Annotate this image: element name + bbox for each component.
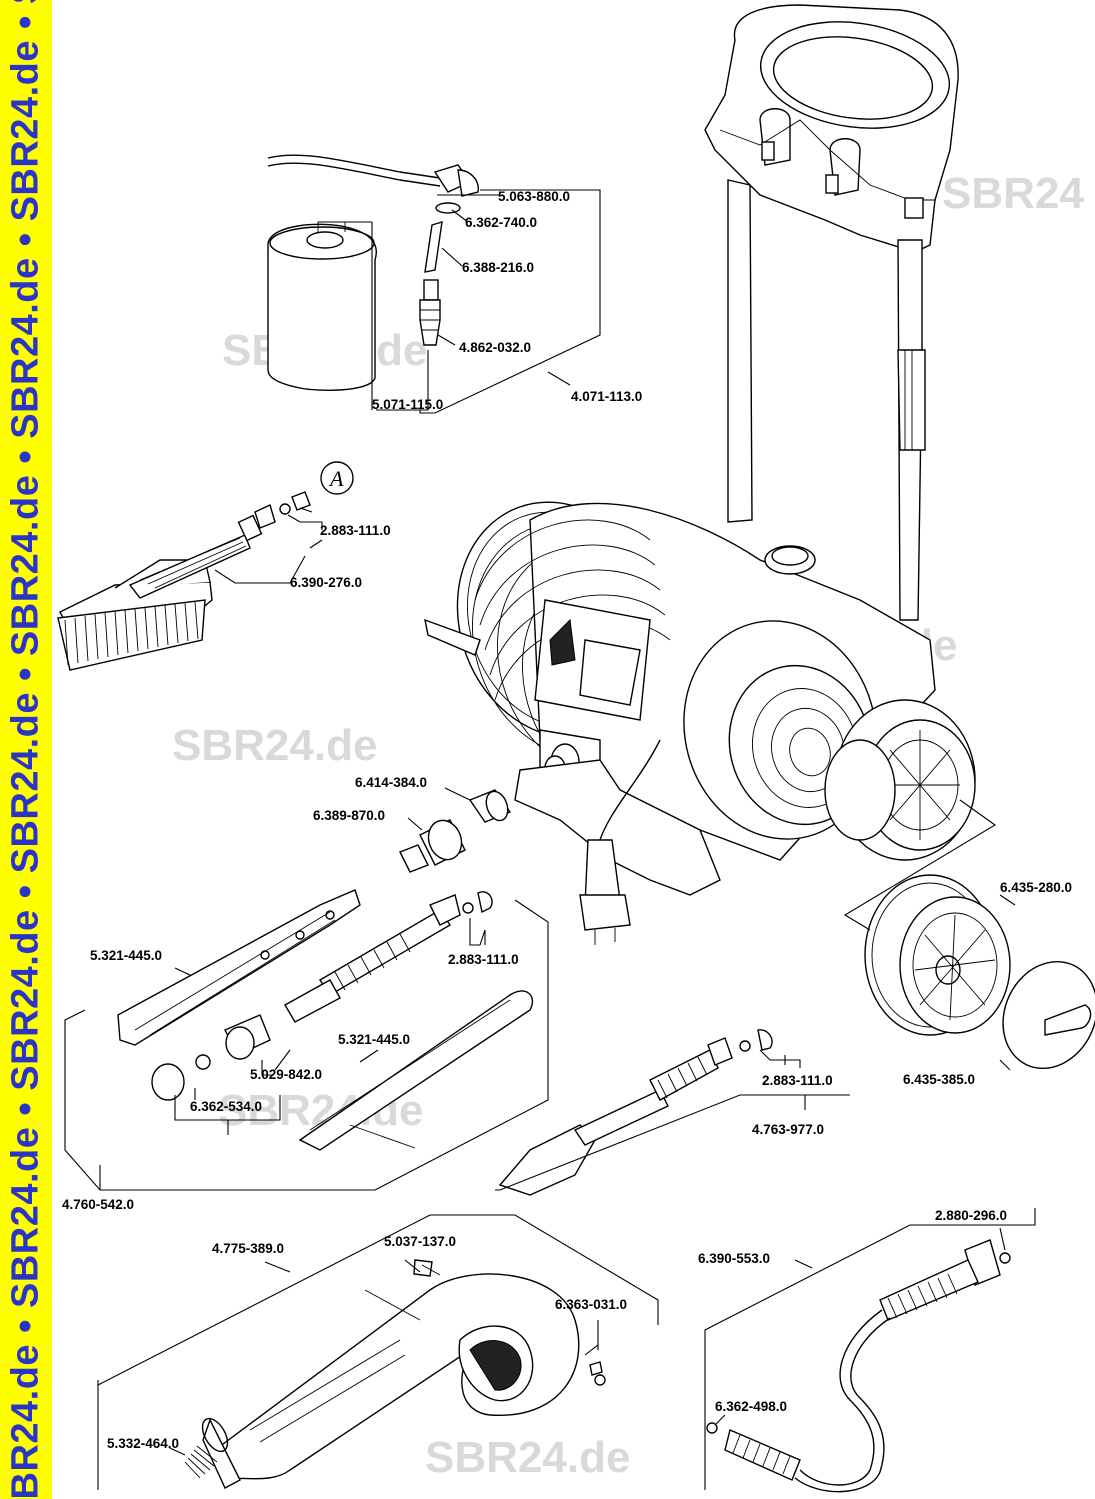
leader-lines xyxy=(64,189,1036,1490)
o-ring-icon xyxy=(279,503,291,515)
part-label: 5.029-842.0 xyxy=(250,1067,322,1082)
part-label: 4.760-542.0 xyxy=(62,1197,134,1212)
part-label: 4.763-977.0 xyxy=(752,1122,824,1137)
part-label: 2.883-111.0 xyxy=(320,523,391,538)
callout-letter: A xyxy=(328,466,344,491)
turbo-nozzle-lance-icon xyxy=(498,1029,773,1196)
wheel-cap-icon xyxy=(1002,960,1095,1070)
part-label: 5.063-880.0 xyxy=(498,189,570,204)
wheel-icon xyxy=(864,874,1011,1036)
pressure-washer-body-icon xyxy=(424,4,976,945)
detergent-tank-icon xyxy=(267,154,479,391)
part-label: 6.389-870.0 xyxy=(313,808,385,823)
part-label: 6.388-216.0 xyxy=(462,260,534,275)
part-label: 6.435-385.0 xyxy=(903,1072,975,1087)
inlet-coupling-icon xyxy=(399,789,512,873)
part-label: 5.071-115.0 xyxy=(372,397,443,412)
part-label: 5.321-445.0 xyxy=(90,948,162,963)
part-label: 6.363-031.0 xyxy=(555,1297,627,1312)
part-label: 2.883-111.0 xyxy=(762,1073,833,1088)
part-label: 4.775-389.0 xyxy=(212,1241,284,1256)
part-label: 6.362-740.0 xyxy=(465,215,537,230)
spray-lance-icon xyxy=(117,889,534,1151)
part-label: 2.883-111.0 xyxy=(448,952,519,967)
part-label: 6.414-384.0 xyxy=(355,775,427,790)
part-label: 6.390-276.0 xyxy=(290,575,362,590)
watermark-text: SBR24.de xyxy=(425,1433,630,1482)
part-label: 6.390-553.0 xyxy=(698,1251,770,1266)
trigger-gun-icon xyxy=(184,1259,606,1489)
part-label: 4.071-113.0 xyxy=(571,389,642,404)
callout-a: A xyxy=(320,461,354,495)
part-label: 5.037-137.0 xyxy=(384,1234,456,1249)
part-number-labels: 5.063-880.0 6.362-740.0 6.388-216.0 4.86… xyxy=(62,189,1072,1451)
part-label: 5.332-464.0 xyxy=(107,1436,179,1451)
watermark-text: SBR24.de xyxy=(172,721,377,770)
part-label: 4.862-032.0 xyxy=(459,340,531,355)
part-label: 6.435-280.0 xyxy=(1000,880,1072,895)
nozzle-connector-icon xyxy=(291,491,311,511)
watermark-text: SBR24 xyxy=(942,169,1084,218)
watermark-sidebar: BR24.de • SBR24.de • SBR24.de • SBR24.de… xyxy=(0,0,52,1499)
part-label: 5.321-445.0 xyxy=(338,1032,410,1047)
part-label: 6.362-498.0 xyxy=(715,1399,787,1414)
part-label: 2.880-296.0 xyxy=(935,1208,1007,1223)
high-pressure-hose-icon xyxy=(706,1239,1011,1493)
wash-brush-icon xyxy=(57,504,276,671)
part-label: 6.362-534.0 xyxy=(190,1099,262,1114)
